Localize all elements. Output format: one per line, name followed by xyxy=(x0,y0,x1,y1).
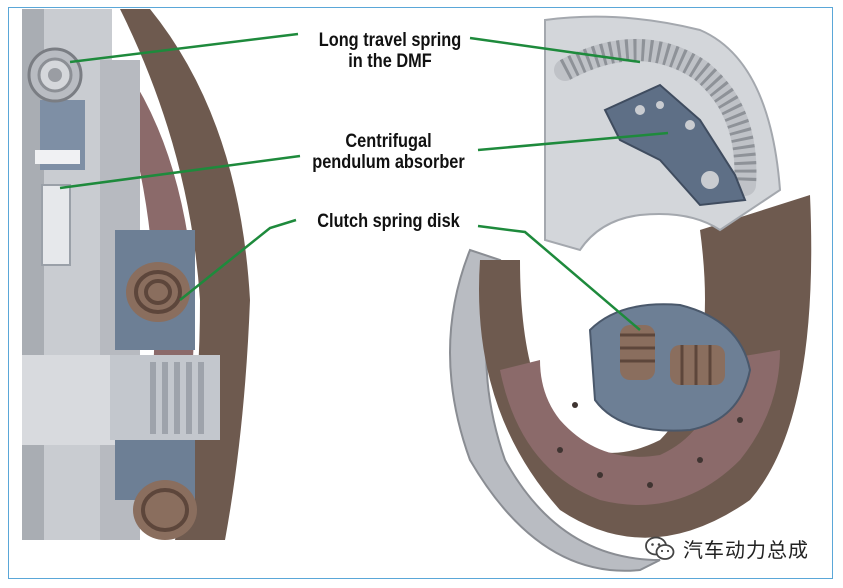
leader-line-spring-left xyxy=(69,32,299,64)
friction-lining-right xyxy=(500,350,780,505)
clutch-spring-right-2 xyxy=(670,345,725,385)
label-centrifugal-pendulum: Centrifugal pendulum absorber xyxy=(309,131,468,173)
label-long-travel-spring-line1: Long travel spring xyxy=(318,30,462,51)
leader-line-clutch-right xyxy=(477,224,641,331)
label-clutch-spring-disk-text: Clutch spring disk xyxy=(317,211,460,232)
left-cross-section xyxy=(22,9,250,540)
ring-gear xyxy=(449,248,661,572)
label-centrifugal-line1: Centrifugal xyxy=(345,131,432,152)
hub-shaft-left xyxy=(22,355,122,445)
label-centrifugal-line2: pendulum absorber xyxy=(312,152,465,173)
label-long-travel-spring: Long travel spring in the DMF xyxy=(313,30,468,72)
leader-line-clutch-left xyxy=(179,218,297,301)
clutch-spring-right-1 xyxy=(620,325,655,380)
leader-line-pendulum-left xyxy=(59,154,301,190)
leader-line-pendulum-right xyxy=(477,131,669,152)
image-frame xyxy=(8,7,833,579)
leader-lines xyxy=(59,32,669,331)
watermark-text: 汽车动力总成 xyxy=(683,538,809,562)
leader-line-spring-right xyxy=(469,36,641,64)
label-clutch-spring-disk: Clutch spring disk xyxy=(309,211,468,232)
wechat-icon xyxy=(645,536,675,560)
clutch-spring-left-upper xyxy=(126,262,190,322)
watermark: 汽车动力总成 xyxy=(645,534,809,563)
clutch-spring-left-lower xyxy=(133,480,197,540)
right-3d-view xyxy=(449,15,812,572)
label-long-travel-spring-line2: in the DMF xyxy=(348,51,432,72)
